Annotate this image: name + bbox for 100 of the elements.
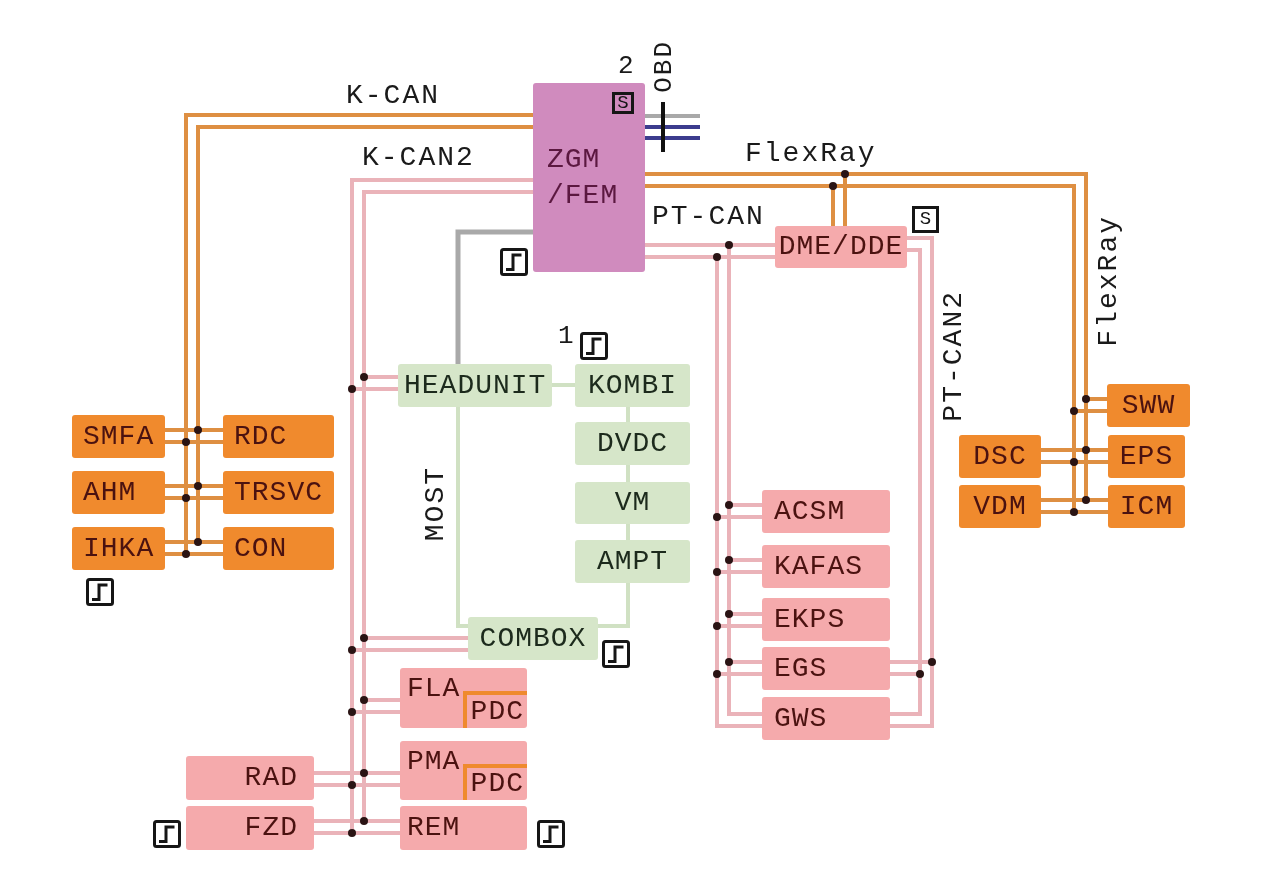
module-label: KOMBI xyxy=(588,370,677,401)
module-box xyxy=(762,697,890,740)
bus-line xyxy=(163,428,184,444)
module-box xyxy=(575,422,690,465)
bus-line xyxy=(847,172,1072,188)
module-box xyxy=(223,415,334,458)
connection-line xyxy=(456,407,468,628)
module-box xyxy=(1108,435,1185,478)
module-label: CON xyxy=(234,533,288,564)
module-label: IHKA xyxy=(83,533,155,564)
module-label: COMBOX xyxy=(479,623,587,654)
module-box xyxy=(72,415,165,458)
module-label: EPS xyxy=(1119,441,1174,472)
bus-line xyxy=(905,236,918,252)
connection-line xyxy=(645,114,650,118)
module-box xyxy=(400,668,527,728)
module-label: PDC xyxy=(470,696,524,727)
module-box xyxy=(575,540,690,583)
bus-line xyxy=(366,771,402,787)
bus-line xyxy=(888,660,918,676)
module-label: VM xyxy=(614,488,651,518)
bus-line xyxy=(643,172,831,188)
bus-line xyxy=(731,558,764,574)
module-label: TRSVC xyxy=(234,477,323,508)
module-label: DVDC xyxy=(596,428,669,459)
module-box xyxy=(762,598,890,641)
module-box xyxy=(400,806,527,850)
module-box xyxy=(959,485,1041,528)
module-label: ICM xyxy=(1119,491,1174,522)
bus-label: FlexRay xyxy=(745,139,877,169)
bus-line xyxy=(366,375,400,391)
module-box xyxy=(72,471,165,514)
module-label: EGS xyxy=(774,653,828,684)
bus-line xyxy=(200,484,225,500)
module-box xyxy=(775,226,907,268)
bus-line xyxy=(1039,498,1072,514)
module-label: ZGM /FEM xyxy=(547,142,620,213)
bus-line xyxy=(1088,448,1110,464)
connection-line xyxy=(598,583,630,628)
module-label: DSC xyxy=(973,441,1027,472)
bus-line xyxy=(731,660,764,676)
module-box xyxy=(575,482,690,524)
bus-line xyxy=(366,698,402,714)
connection-line xyxy=(645,136,650,140)
module-box xyxy=(223,527,334,570)
module-label: AHM xyxy=(83,477,137,508)
inset-module-box xyxy=(463,764,527,800)
bus-line xyxy=(1088,397,1109,413)
bus-label: FlexRay xyxy=(1094,215,1124,347)
module-label: SMFA xyxy=(83,421,155,452)
module-box xyxy=(762,545,890,588)
connection-line xyxy=(455,229,533,364)
module-label: FZD xyxy=(244,813,298,843)
connection-line xyxy=(626,524,630,540)
module-box xyxy=(398,364,552,407)
bus-line xyxy=(366,819,402,835)
module-label: ACSM xyxy=(774,496,846,527)
bus-line xyxy=(312,819,350,835)
module-label: REM xyxy=(407,813,461,843)
module-box xyxy=(468,617,598,660)
bus-line xyxy=(731,612,764,628)
module-box xyxy=(762,490,890,533)
module-label: VDM xyxy=(973,491,1027,522)
module-label: PDC xyxy=(470,769,524,799)
bus-line xyxy=(731,712,764,728)
bus-line xyxy=(200,540,225,556)
module-box xyxy=(762,647,890,690)
connection-line xyxy=(626,407,630,422)
module-label: RDC xyxy=(234,421,288,452)
letter-marker: S xyxy=(612,92,634,114)
module-box xyxy=(186,756,314,800)
module-label: AMPT xyxy=(596,546,669,577)
module-label: KAFAS xyxy=(774,551,863,582)
bus-line xyxy=(1039,448,1072,464)
connection-line xyxy=(626,465,630,482)
bus-line xyxy=(888,712,918,728)
module-label: DME/DDE xyxy=(778,232,904,262)
bus-line xyxy=(366,178,535,194)
bus-line xyxy=(731,503,764,519)
connection-line xyxy=(552,383,575,387)
module-label: SWW xyxy=(1121,390,1176,421)
module-box xyxy=(575,364,690,407)
module-label: EKPS xyxy=(774,604,846,635)
bus-line xyxy=(200,113,535,129)
module-box xyxy=(1107,384,1190,427)
module-box xyxy=(533,83,645,272)
module-label: PMA xyxy=(407,747,461,777)
callout-number: 2 xyxy=(618,52,634,80)
bus-line xyxy=(366,636,470,652)
module-label: FLA xyxy=(407,674,461,704)
bus-line xyxy=(643,243,715,259)
module-label: HEADUNIT xyxy=(404,370,547,401)
module-box xyxy=(959,435,1041,478)
module-label: GWS xyxy=(774,703,828,734)
bus-line xyxy=(831,188,847,228)
inset-module-box xyxy=(463,691,527,728)
module-label: RAD xyxy=(244,763,298,793)
bus-line xyxy=(200,428,225,444)
bus-line xyxy=(163,484,184,500)
letter-marker: S xyxy=(912,206,939,233)
